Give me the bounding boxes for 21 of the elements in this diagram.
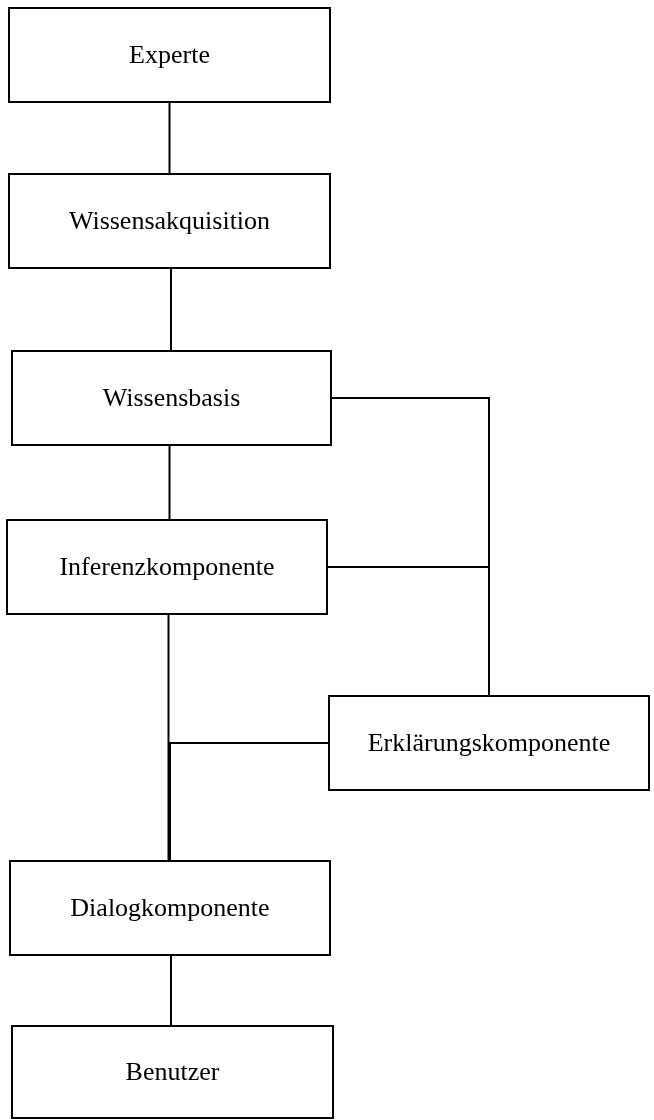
component-box <box>11 350 332 446</box>
connector-line <box>169 742 329 861</box>
box-label: Wissensakquisition <box>68 204 271 237</box>
component-box <box>11 1025 334 1119</box>
component-box <box>328 695 650 791</box>
box-label: Erklärungskomponente <box>367 726 611 759</box>
box-label: Inferenzkomponente <box>59 550 275 583</box>
connector-line <box>327 566 490 696</box>
box-label: Wissensbasis <box>102 381 241 414</box>
connector-line <box>168 102 171 174</box>
component-box <box>8 173 331 269</box>
box-label: Benutzer <box>125 1055 220 1088</box>
component-box <box>6 519 328 615</box>
component-box <box>8 7 331 103</box>
connector-line <box>168 445 171 520</box>
connector-line <box>167 614 170 861</box>
component-box <box>9 860 331 956</box>
connector-line <box>170 955 172 1026</box>
box-label: Experte <box>129 38 210 71</box>
box-label: Dialogkomponente <box>70 891 270 924</box>
connector-line <box>170 268 172 351</box>
